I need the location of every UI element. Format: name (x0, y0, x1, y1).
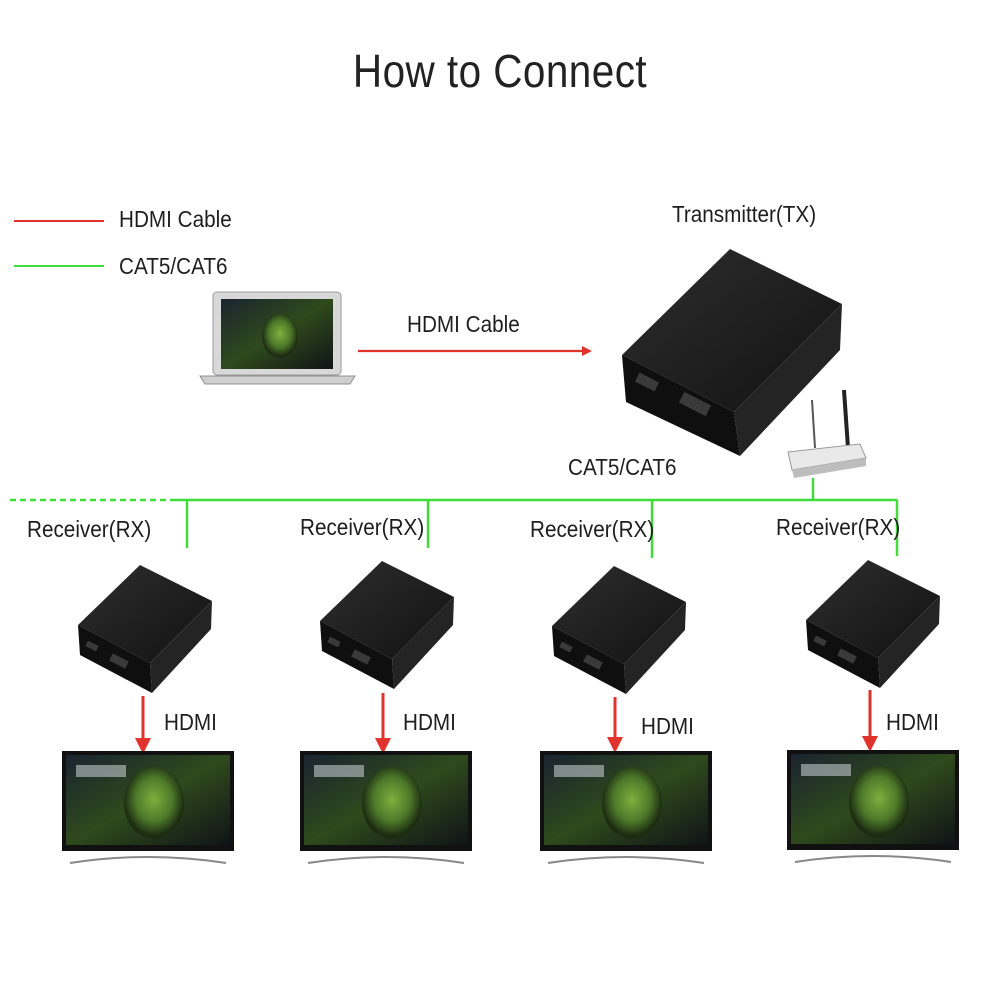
display-icon (62, 751, 234, 864)
hdmi-output-label-2: HDMI (403, 709, 456, 735)
legend-cat-label: CAT5/CAT6 (119, 253, 228, 279)
cat-network (10, 478, 899, 558)
router-icon (787, 389, 867, 478)
receiver-device-icon (806, 560, 940, 688)
receiver-label-3: Receiver(RX) (530, 516, 655, 542)
receiver-device-icon (78, 565, 212, 693)
legend (14, 220, 104, 267)
display-icon (787, 750, 959, 863)
receiver-device-icon (320, 561, 454, 689)
network-label: CAT5/CAT6 (568, 454, 677, 480)
page-title: How to Connect (352, 45, 648, 97)
laptop-icon (199, 291, 356, 385)
hdmi-output-label-4: HDMI (886, 709, 939, 735)
receiver-label-2: Receiver(RX) (300, 514, 425, 540)
display-icon (300, 751, 472, 864)
hdmi-cable-label: HDMI Cable (407, 311, 520, 337)
hdmi-output-label-3: HDMI (641, 713, 694, 739)
receiver-label-4: Receiver(RX) (776, 514, 901, 540)
receiver-label-1: Receiver(RX) (27, 516, 152, 542)
legend-hdmi-label: HDMI Cable (119, 206, 232, 232)
hdmi-output-label-1: HDMI (164, 709, 217, 735)
display-icon (540, 751, 712, 864)
receiver-device-icon (552, 566, 686, 694)
transmitter-label: Transmitter(TX) (672, 201, 817, 227)
transmitter-device-icon (622, 249, 842, 456)
